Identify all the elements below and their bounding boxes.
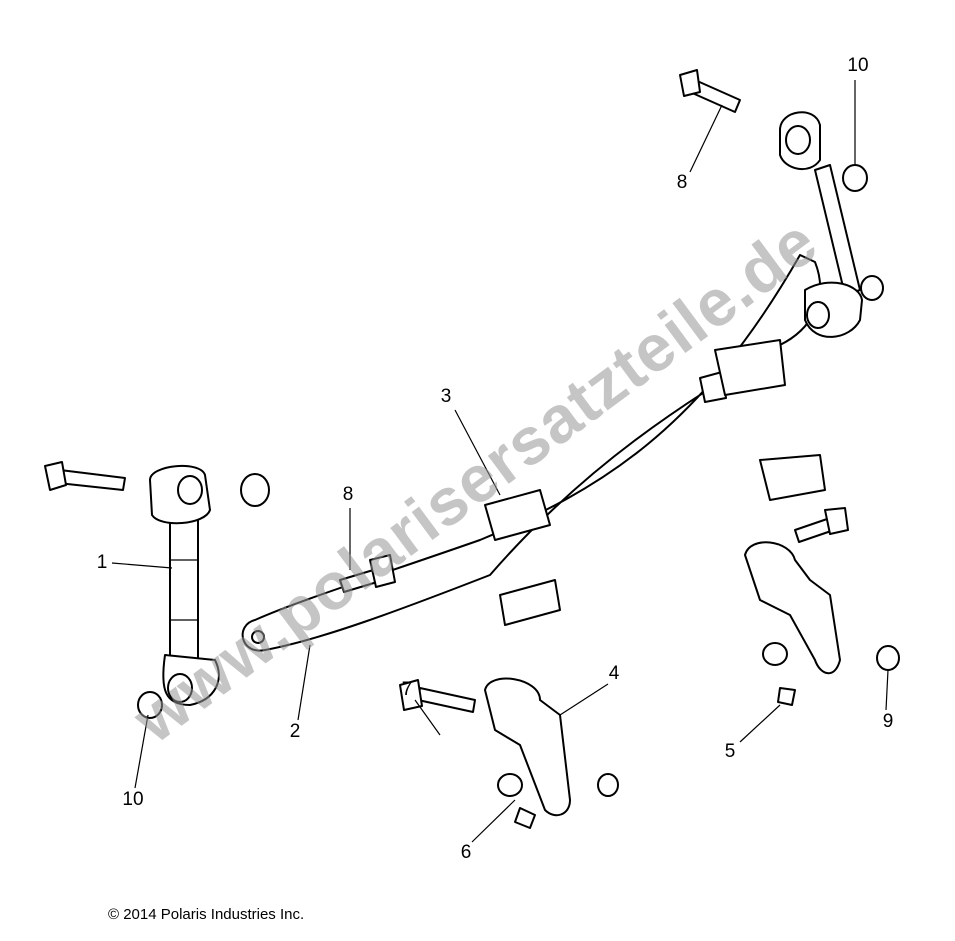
leader-lines	[111, 80, 889, 843]
callout-2: 2	[289, 721, 301, 742]
brackets	[484, 541, 841, 817]
left-link	[149, 464, 220, 706]
callout-6: 6	[460, 842, 472, 863]
callout-10: 10	[847, 55, 869, 76]
callout-8: 8	[342, 484, 354, 505]
stabilizer-bar	[241, 254, 821, 652]
right-link	[779, 111, 863, 338]
callout-8: 8	[676, 172, 688, 193]
callout-5: 5	[724, 741, 736, 762]
bushings	[484, 339, 826, 626]
callout-1: 1	[96, 552, 108, 573]
callout-10: 10	[122, 789, 144, 810]
nuts	[137, 164, 900, 829]
callout-9: 9	[882, 711, 894, 732]
callout-3: 3	[440, 386, 452, 407]
callout-4: 4	[608, 663, 620, 684]
callout-7: 7	[401, 679, 413, 700]
copyright-notice: © 2014 Polaris Industries Inc.	[108, 906, 305, 923]
